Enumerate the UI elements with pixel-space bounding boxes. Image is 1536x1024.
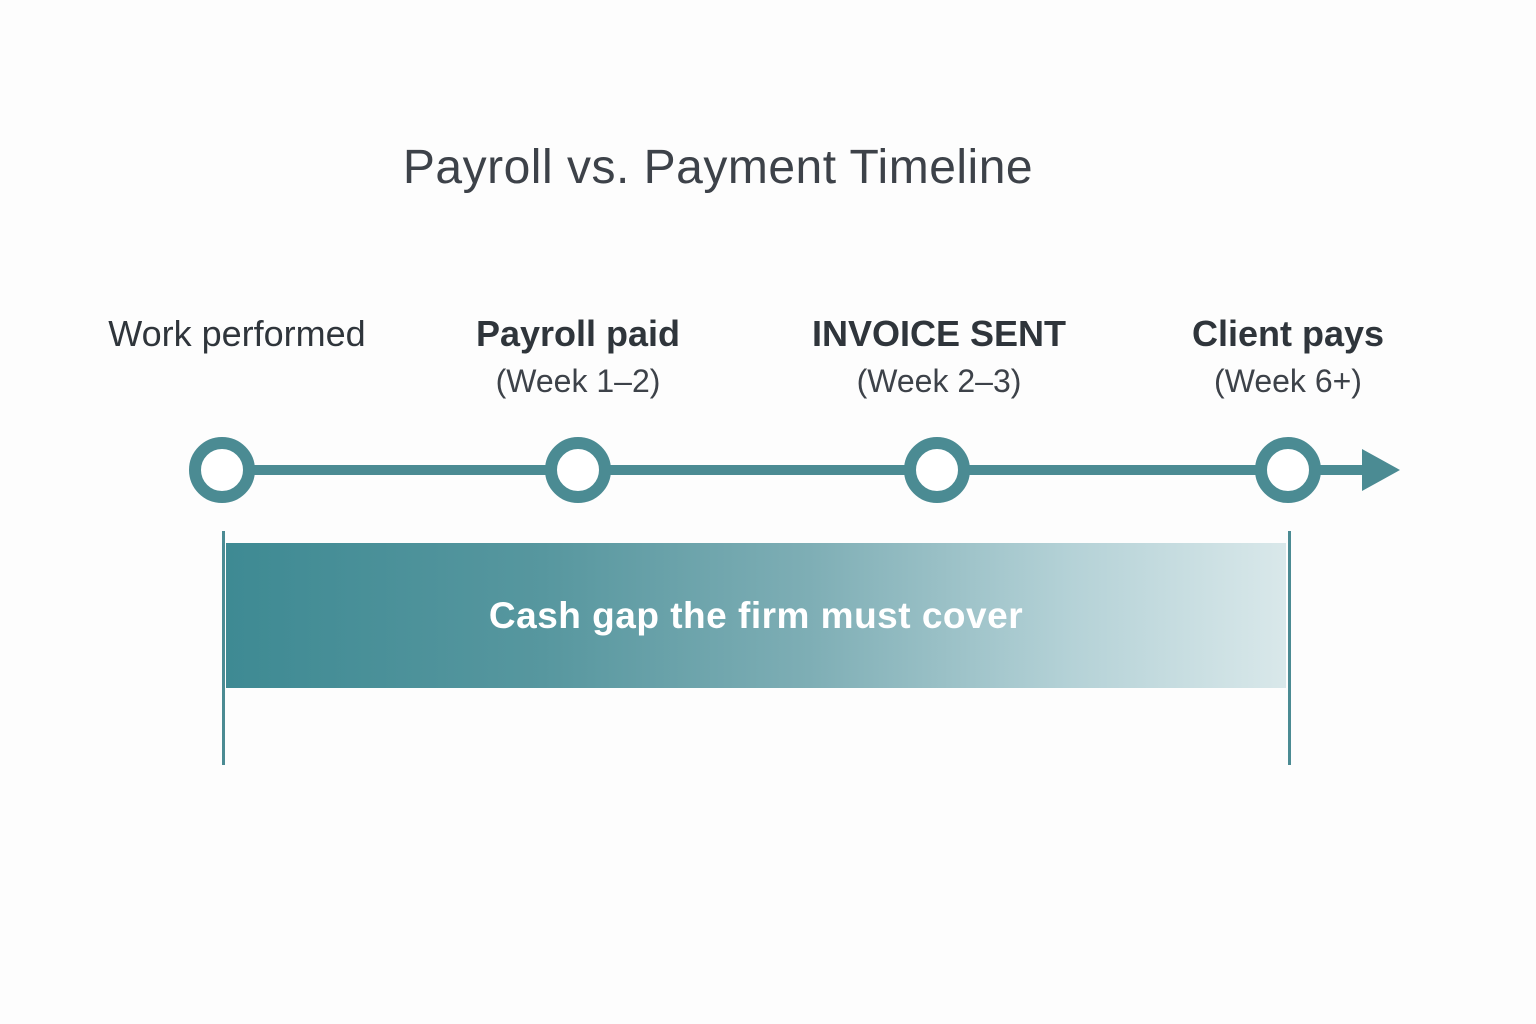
milestone-invoice-sent: INVOICE SENT (Week 2–3) <box>812 312 1066 406</box>
cash-gap-bar: Cash gap the firm must cover <box>226 543 1286 688</box>
milestone-sublabel: (Week 6+) <box>1214 363 1362 399</box>
cash-gap-start-marker <box>222 531 225 765</box>
arrow-right-icon <box>1362 449 1400 491</box>
timeline-axis <box>222 465 1370 475</box>
milestone-label: Payroll paid <box>475 313 681 354</box>
timeline-node-payroll-paid <box>545 437 611 503</box>
milestone-label: Work performed <box>108 313 366 354</box>
timeline-node-work-performed <box>189 437 255 503</box>
cash-gap-end-marker <box>1288 531 1291 765</box>
timeline-node-invoice-sent <box>904 437 970 503</box>
cash-gap-label: Cash gap the firm must cover <box>488 594 1024 636</box>
milestone-label: Client pays <box>1191 313 1385 354</box>
milestone-label: INVOICE SENT <box>811 313 1067 354</box>
milestone-sublabel: (Week 2–3) <box>856 363 1022 399</box>
timeline-node-client-pays <box>1255 437 1321 503</box>
page-title: Payroll vs. Payment Timeline <box>402 141 1034 194</box>
milestone-client-pays: Client pays (Week 6+) <box>1192 312 1384 406</box>
milestone-sublabel: (Week 1–2) <box>495 363 661 399</box>
milestone-payroll-paid: Payroll paid (Week 1–2) <box>476 312 680 406</box>
milestone-work-performed: Work performed <box>108 312 365 356</box>
